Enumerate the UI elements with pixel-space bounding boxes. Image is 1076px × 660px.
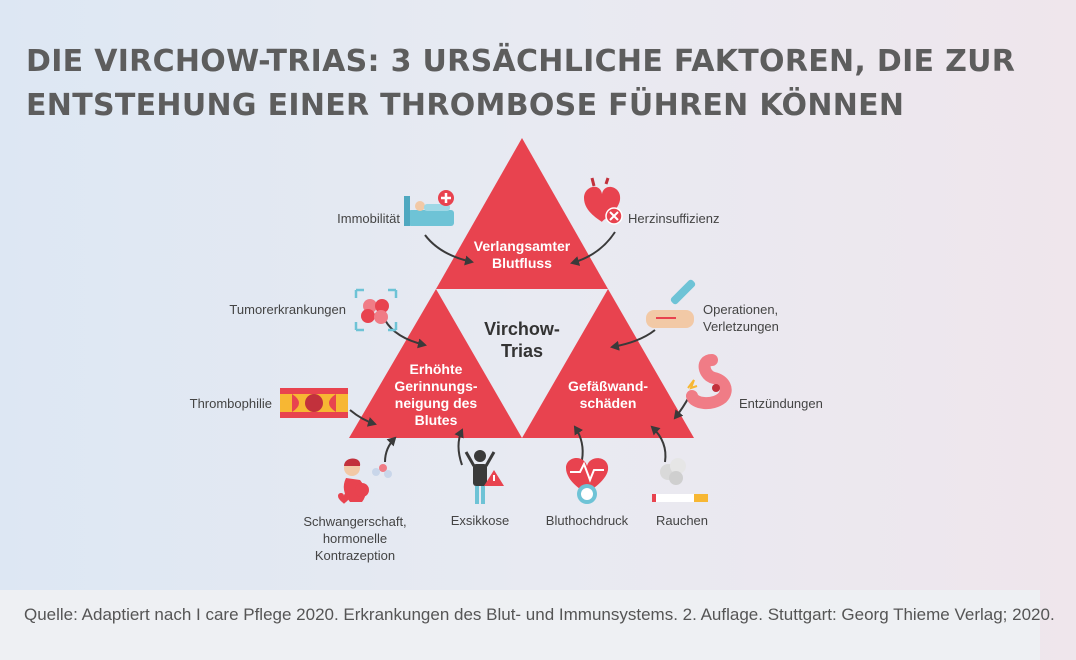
center-line-2: Trias	[500, 341, 544, 361]
label-thrombophilie: Thrombophilie	[189, 396, 272, 411]
arrow-operationen	[610, 329, 656, 351]
source-citation: Quelle: Adaptiert nach I care Pflege 202…	[24, 605, 1055, 624]
label-operationen: Operationen, Verletzungen	[703, 301, 823, 335]
arrow-thrombophilie	[349, 409, 377, 427]
arrow-herzinsuffizienz	[570, 231, 616, 266]
triangle-right	[522, 289, 694, 438]
title-line-1: DIE VIRCHOW-TRIAS: 3 URSÄCHLICHE FAKTORE…	[26, 44, 1016, 79]
triangle-right-line-2: schäden	[579, 395, 637, 411]
triangle-left-line-2: Gerinnungs-	[394, 378, 478, 394]
triangle-top	[436, 138, 608, 289]
triangle-top-line-2: Blutfluss	[492, 255, 552, 271]
label-entzuendungen: Entzündungen	[739, 396, 823, 411]
triangle-left	[349, 289, 522, 438]
label-schwangerschaft-line-3: Kontrazeption	[314, 548, 396, 563]
page-title: DIE VIRCHOW-TRIAS: 3 URSÄCHLICHE FAKTORE…	[26, 40, 1016, 128]
label-operationen-line-2: Verletzungen	[703, 319, 779, 334]
blood-pressure-icon	[566, 457, 609, 504]
label-schwangerschaft: Schwangerschaft, hormonelle Kontrazeptio…	[290, 513, 420, 564]
arrow-rauchen	[650, 425, 667, 463]
exsikkose-icon	[464, 450, 504, 504]
label-schwangerschaft-line-2: hormonelle	[322, 531, 388, 546]
triangle-left-label: Erhöhte Gerinnungs- neigung des Blutes	[386, 361, 486, 429]
triangle-top-line-1: Verlangsamter	[473, 238, 571, 254]
label-rauchen: Rauchen	[655, 513, 709, 528]
footer	[0, 590, 1040, 660]
center-label: Virchow- Trias	[462, 318, 582, 362]
label-immobilitaet: Immobilität	[337, 211, 400, 226]
cigarette-icon	[652, 458, 708, 502]
label-tumorerkrankungen: Tumorerkrankungen	[229, 302, 346, 317]
triangle-left-line-1: Erhöhte	[409, 361, 463, 377]
label-herzinsuffizienz: Herzinsuffizienz	[628, 211, 720, 226]
triangle-left-line-3: neigung des	[394, 395, 478, 411]
arrow-tumor	[384, 319, 427, 349]
label-bluthochdruck: Bluthochdruck	[545, 513, 629, 528]
arrow-immobilitaet	[424, 234, 474, 266]
vessel-icon	[280, 388, 348, 418]
triangle-top-label: Verlangsamter Blutfluss	[452, 238, 592, 272]
arrow-exsikkose	[454, 428, 464, 466]
label-operationen-line-1: Operationen,	[703, 302, 779, 317]
stomach-icon	[686, 354, 732, 409]
triangle-left-line-4: Blutes	[414, 412, 458, 428]
center-line-1: Virchow-	[484, 319, 560, 339]
arrow-schwangerschaft	[384, 436, 397, 463]
bed-icon	[404, 190, 454, 226]
triangle-right-label: Gefäßwand- schäden	[552, 378, 664, 412]
heart-icon	[584, 177, 623, 225]
scalpel-icon	[646, 279, 696, 328]
virchow-diagram	[280, 138, 732, 504]
triangle-right-line-1: Gefäßwand-	[567, 378, 649, 394]
pregnancy-icon	[338, 458, 392, 504]
tumor-icon	[354, 288, 398, 332]
title-line-2: ENTSTEHUNG EINER THROMBOSE FÜHREN KÖNNEN	[26, 88, 905, 123]
label-exsikkose: Exsikkose	[450, 513, 510, 528]
arrow-bluthochdruck	[573, 425, 584, 461]
label-schwangerschaft-line-1: Schwangerschaft,	[303, 514, 407, 529]
